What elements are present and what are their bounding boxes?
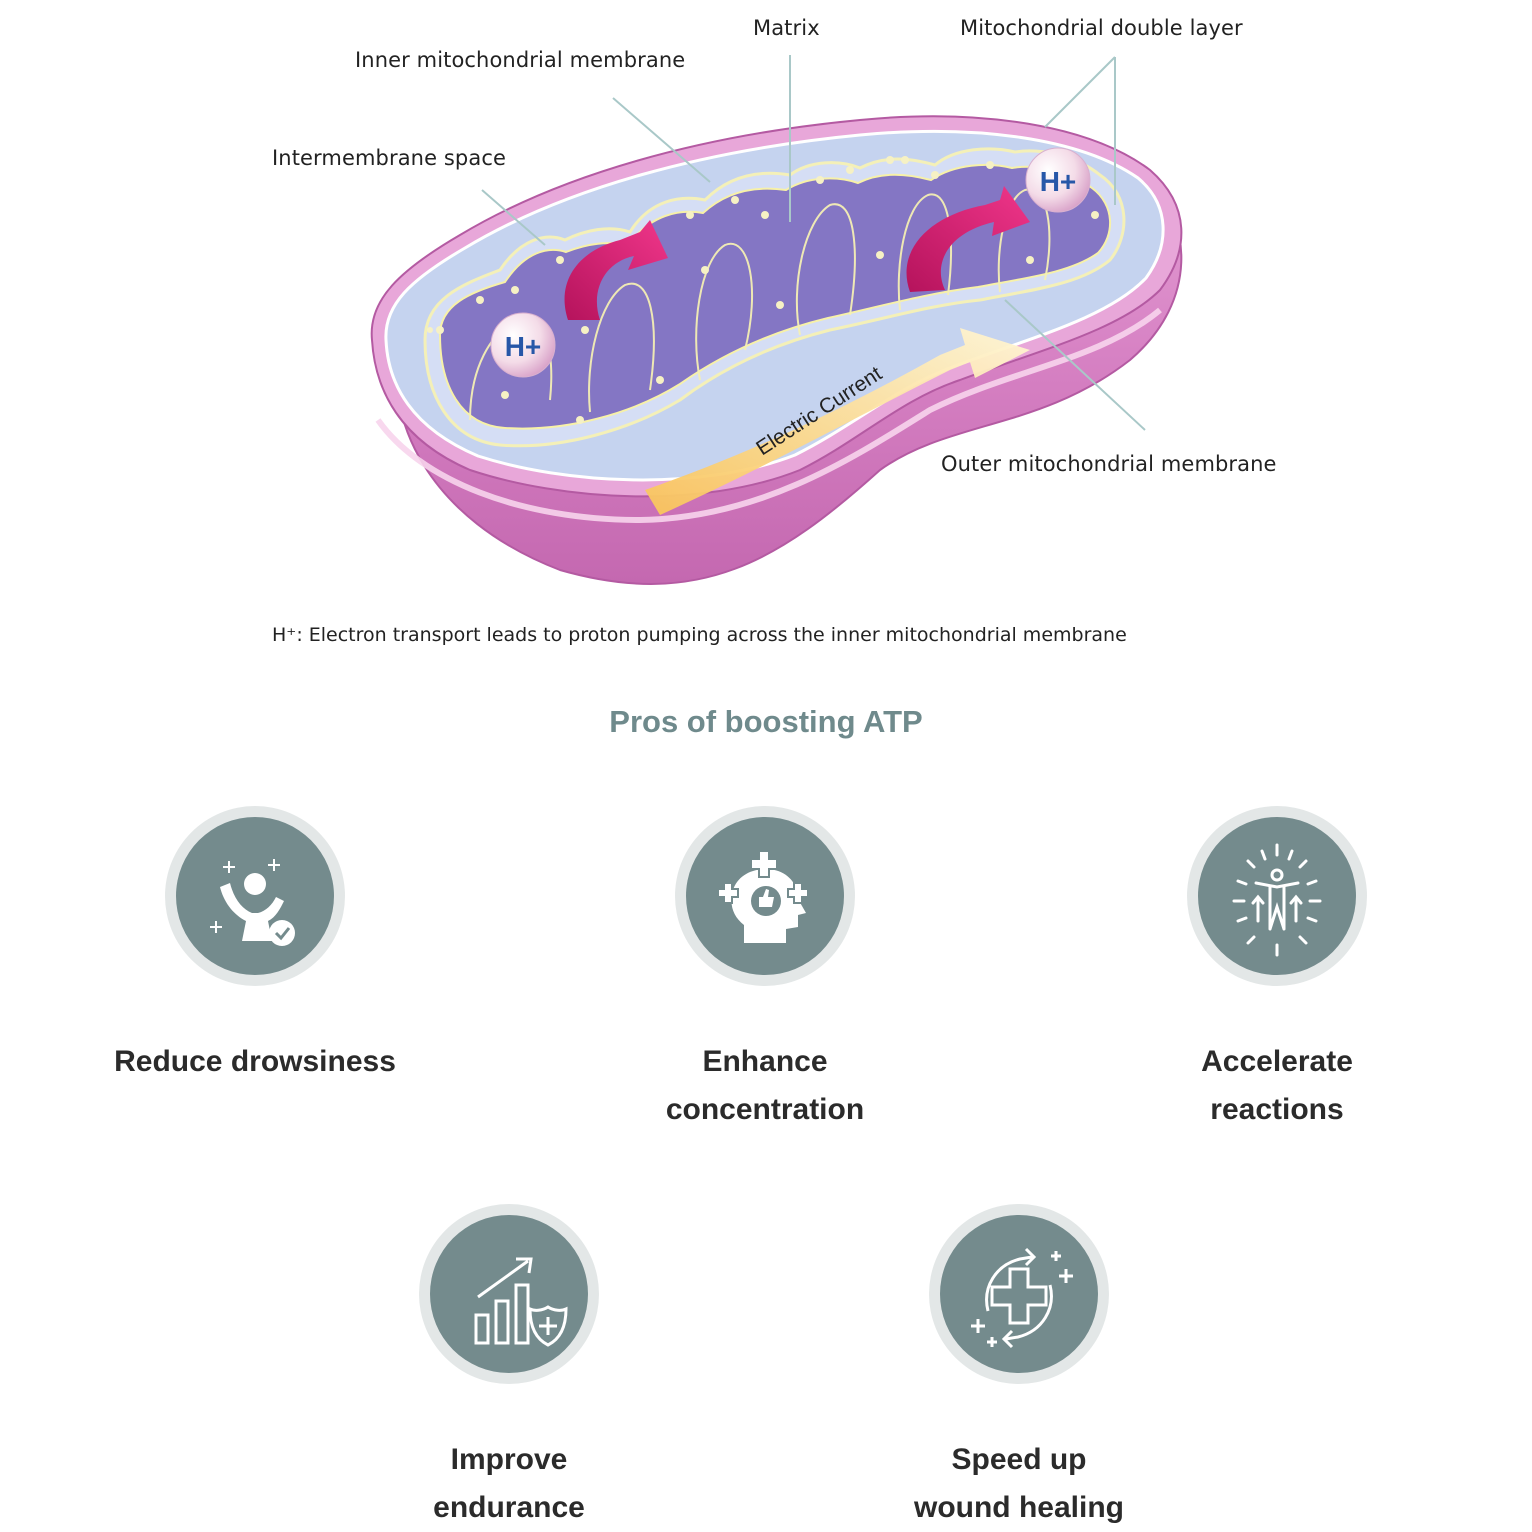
label-double-layer: Mitochondrial double layer xyxy=(960,16,1243,40)
benefit-badge xyxy=(1187,806,1367,986)
energized-person-icon xyxy=(1232,843,1322,957)
benefit-badge xyxy=(929,1204,1109,1384)
benefit-label: Improve endurance xyxy=(329,1436,689,1532)
label-leader-lines xyxy=(481,55,1146,431)
benefit-badge xyxy=(165,806,345,986)
benefit-label: Reduce drowsiness xyxy=(75,1038,435,1086)
label-matrix: Matrix xyxy=(753,16,820,40)
proton-ball-2: H+ xyxy=(1025,147,1091,213)
benefit-label-line2: concentration xyxy=(665,1093,865,1126)
growth-chart-shield-icon xyxy=(474,1257,568,1347)
benefit-label-line2: endurance xyxy=(433,1491,585,1524)
mitochondrion-illustration: Electric Current H+ H+ xyxy=(370,55,1183,585)
label-intermembrane-space: Intermembrane space xyxy=(272,146,506,170)
celebrating-person-icon xyxy=(210,859,295,946)
proton-ball-1: H+ xyxy=(490,312,556,378)
benefit-label-line1: Improve xyxy=(450,1443,568,1476)
proton-pump-arrows xyxy=(564,186,1030,320)
benefit-label: Accelerate reactions xyxy=(1097,1038,1457,1134)
brain-thumbs-up-icon xyxy=(717,850,809,943)
label-inner-membrane: Inner mitochondrial membrane xyxy=(355,48,686,72)
benefit-label-line1: Enhance xyxy=(702,1045,828,1078)
proton-label-1: H+ xyxy=(505,331,542,362)
healing-cross-icon xyxy=(971,1247,1073,1349)
benefit-badge xyxy=(675,806,855,986)
benefit-label-line1: Speed up xyxy=(951,1443,1087,1476)
benefit-label-line2: reactions xyxy=(1210,1093,1344,1126)
label-outer-membrane: Outer mitochondrial membrane xyxy=(941,452,1277,476)
benefit-label: Enhance concentration xyxy=(585,1038,945,1134)
proton-label-2: H+ xyxy=(1040,166,1077,197)
benefit-label: Speed up wound healing xyxy=(839,1436,1199,1532)
diagram-caption: H⁺: Electron transport leads to proton p… xyxy=(272,624,1127,646)
benefit-badge xyxy=(419,1204,599,1384)
benefit-label-line1: Reduce drowsiness xyxy=(114,1045,396,1078)
benefit-label-line1: Accelerate xyxy=(1201,1045,1353,1078)
mitochondrion-diagram: Electric Current H+ H+ Inner mitochondri… xyxy=(0,0,1532,610)
section-title: Pros of boosting ATP xyxy=(609,704,923,739)
benefit-label-line2: wound healing xyxy=(914,1491,1124,1524)
